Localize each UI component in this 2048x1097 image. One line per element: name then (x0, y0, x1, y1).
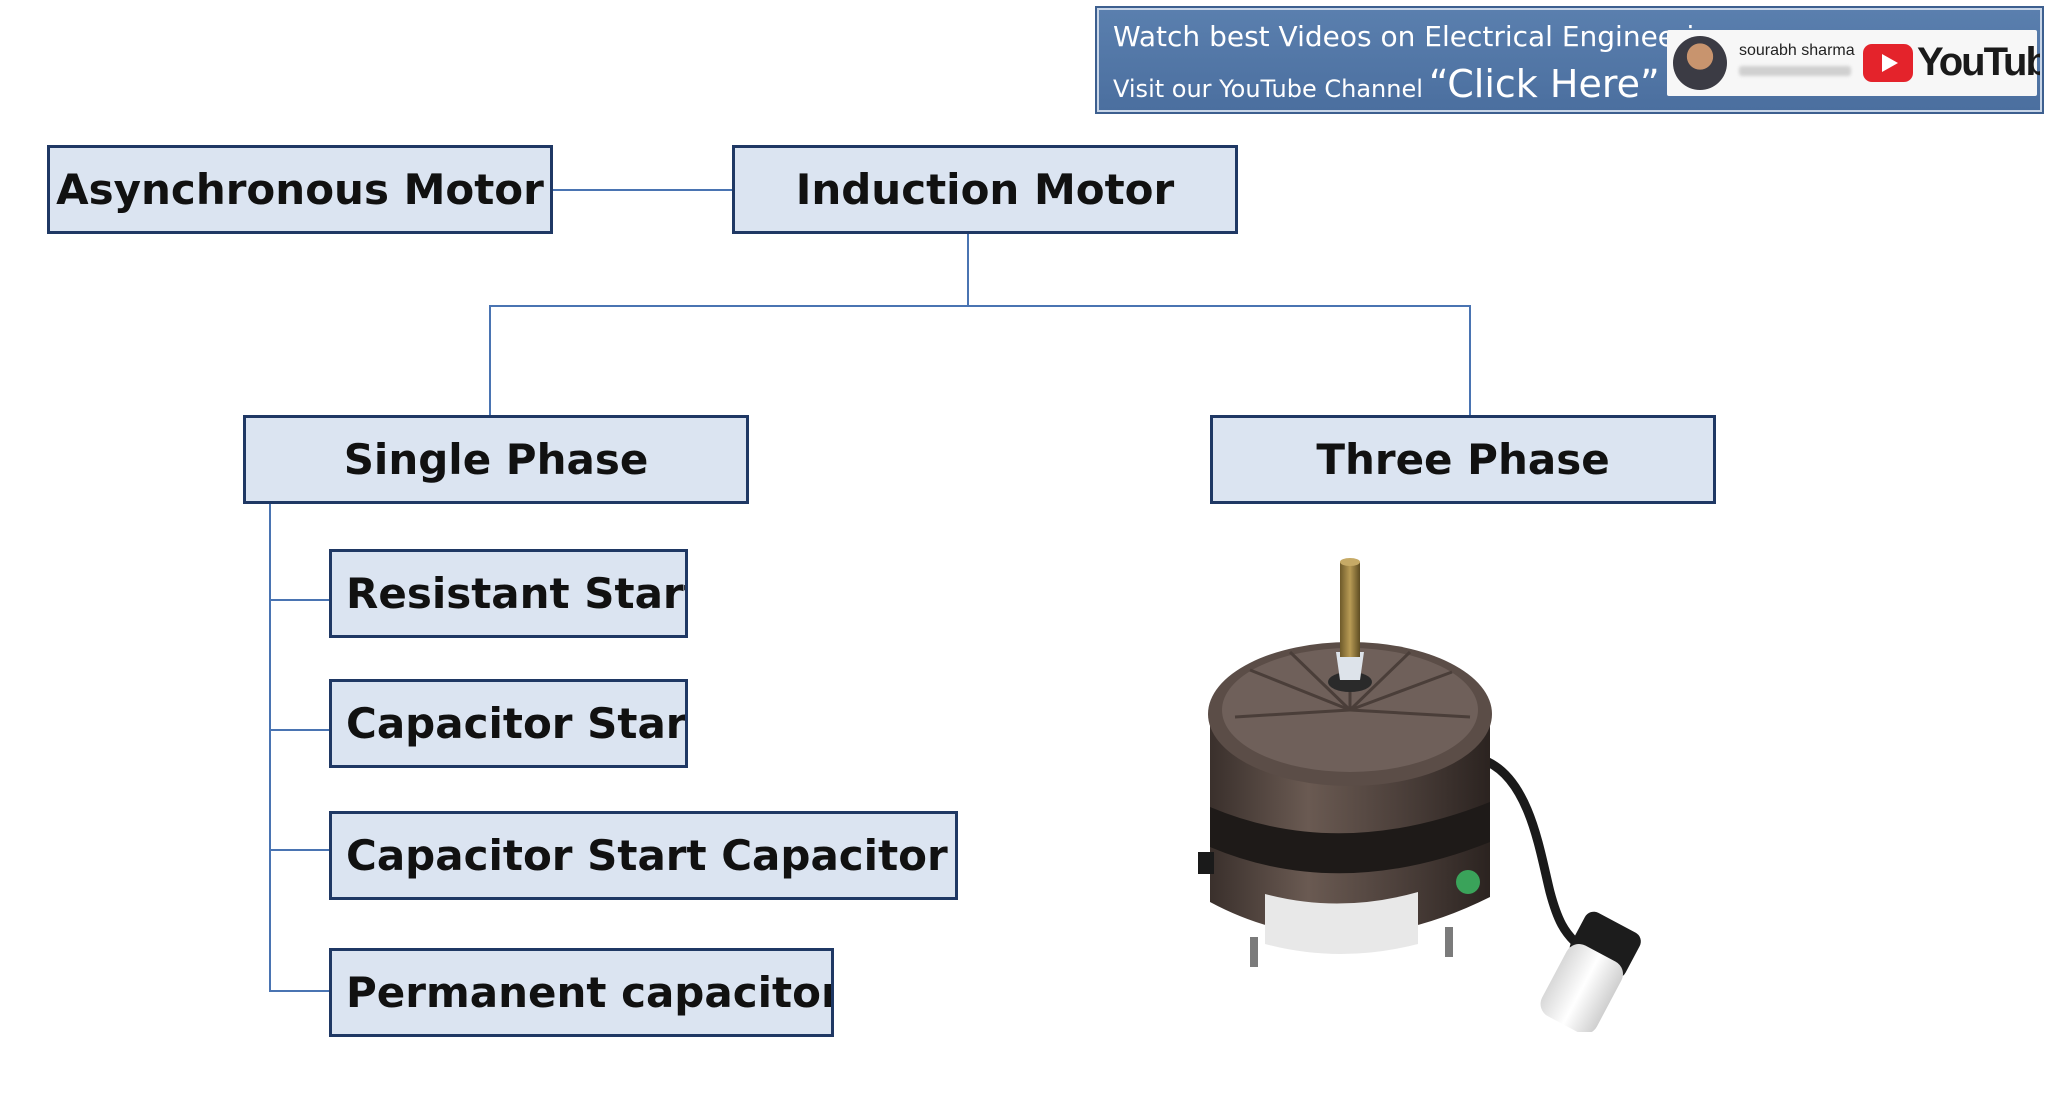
youtube-promo-banner[interactable]: Watch best Videos on Electrical Engineer… (1095, 6, 2044, 114)
node-asynchronous-motor: Asynchronous Motor (47, 145, 553, 234)
connector-root-down (967, 233, 969, 306)
banner-subline-text: Visit our YouTube Channel (1113, 75, 1423, 103)
connector-type-3 (269, 849, 331, 851)
connector-type-2 (269, 729, 331, 731)
channel-avatar (1673, 36, 1727, 90)
connector-to-three-phase (1469, 305, 1471, 416)
banner-headline: Watch best Videos on Electrical Engineer… (1113, 20, 1730, 53)
node-three-phase: Three Phase (1210, 415, 1716, 504)
youtube-channel-card[interactable]: sourabh sharma YouTube (1667, 30, 2040, 96)
node-permanent-capacitor: Permanent capacitor (329, 948, 834, 1037)
node-single-phase: Single Phase (243, 415, 749, 504)
connector-type-1 (269, 599, 331, 601)
youtube-wordmark: YouTube (1917, 40, 2040, 84)
connector-branch-bar (489, 305, 1471, 307)
connector-to-single-phase (489, 305, 491, 416)
connector-synonym-root (552, 189, 734, 191)
connector-type-4 (269, 990, 331, 992)
connector-single-phase-spine (269, 503, 271, 991)
node-capacitor-start: Capacitor Start (329, 679, 688, 768)
blurred-subscriber-count (1739, 66, 1851, 76)
node-resistant-start: Resistant Start (329, 549, 688, 638)
channel-name: sourabh sharma (1739, 42, 1855, 59)
youtube-play-icon (1863, 44, 1913, 82)
node-induction-motor: Induction Motor (732, 145, 1238, 234)
click-here-link[interactable]: “Click Here” (1428, 62, 1660, 106)
electric-motor-icon (1198, 558, 1641, 1032)
banner-subline: Visit our YouTube Channel“Click Here” (1113, 62, 1660, 106)
node-capacitor-start-capacitor-run: Capacitor Start Capacitor run (329, 811, 958, 900)
